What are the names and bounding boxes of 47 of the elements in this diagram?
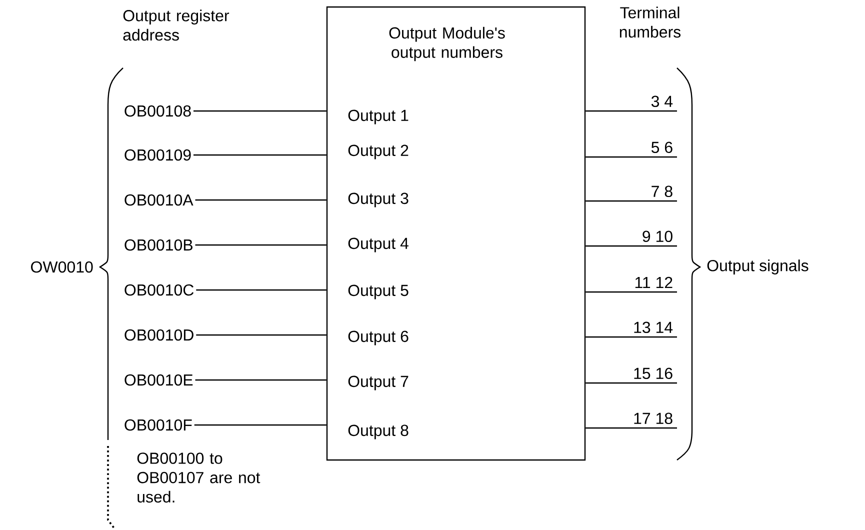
terminal-number: 11 12 <box>635 276 672 288</box>
terminal-number: 7 8 <box>652 186 672 198</box>
terminal-number: 5 6 <box>651 142 672 154</box>
connector-line <box>586 291 677 293</box>
terminal-number: 13 14 <box>634 322 673 334</box>
connector-line <box>586 156 677 158</box>
output-label: Output 5 <box>348 284 408 300</box>
terminal-number: 3 4 <box>651 96 673 108</box>
register-address: OB0010E <box>124 374 193 386</box>
register-address: OB0010D <box>124 329 194 341</box>
register-address: OB00109 <box>124 149 191 161</box>
connector-line <box>193 110 326 112</box>
column-heading: Output register address <box>123 10 230 41</box>
register-address: OB0010F <box>124 419 192 431</box>
connector-line <box>195 244 326 246</box>
connector-line <box>195 379 326 381</box>
output-label: Output 1 <box>348 110 408 124</box>
column-heading: Terminal numbers <box>620 6 681 38</box>
note-text: OB00100 to OB00107 are not used. <box>137 452 260 503</box>
register-address: OB0010C <box>124 284 194 296</box>
output-label: Output 3 <box>348 192 408 208</box>
connector-line <box>586 382 677 384</box>
terminal-number: 15 16 <box>634 368 672 380</box>
module-box <box>326 6 586 461</box>
register-address: OB0010B <box>124 239 192 251</box>
register-address: OB00108 <box>124 105 191 117</box>
connector-line <box>586 200 677 202</box>
connector-line <box>586 336 677 338</box>
connector-line <box>196 289 326 291</box>
connector-line <box>193 154 326 156</box>
output-label: Output 4 <box>348 238 408 252</box>
group-label: OW0010 <box>31 261 93 273</box>
output-label: Output 2 <box>348 144 408 160</box>
output-label: Output 6 <box>348 330 408 346</box>
connector-line <box>586 245 677 247</box>
output-label: Output 7 <box>348 376 408 390</box>
terminal-number: 17 18 <box>634 412 672 424</box>
group-label: Output signals <box>707 260 808 274</box>
register-address: OB0010A <box>124 194 194 206</box>
output-label: Output 8 <box>348 424 408 440</box>
connector-line <box>195 199 326 201</box>
connector-line <box>586 427 677 429</box>
terminal-number: 9 10 <box>642 230 672 242</box>
connector-line <box>194 424 326 426</box>
box-heading: Output Module's output numbers <box>389 26 505 62</box>
connector-line <box>586 110 677 112</box>
connector-line <box>196 334 326 336</box>
